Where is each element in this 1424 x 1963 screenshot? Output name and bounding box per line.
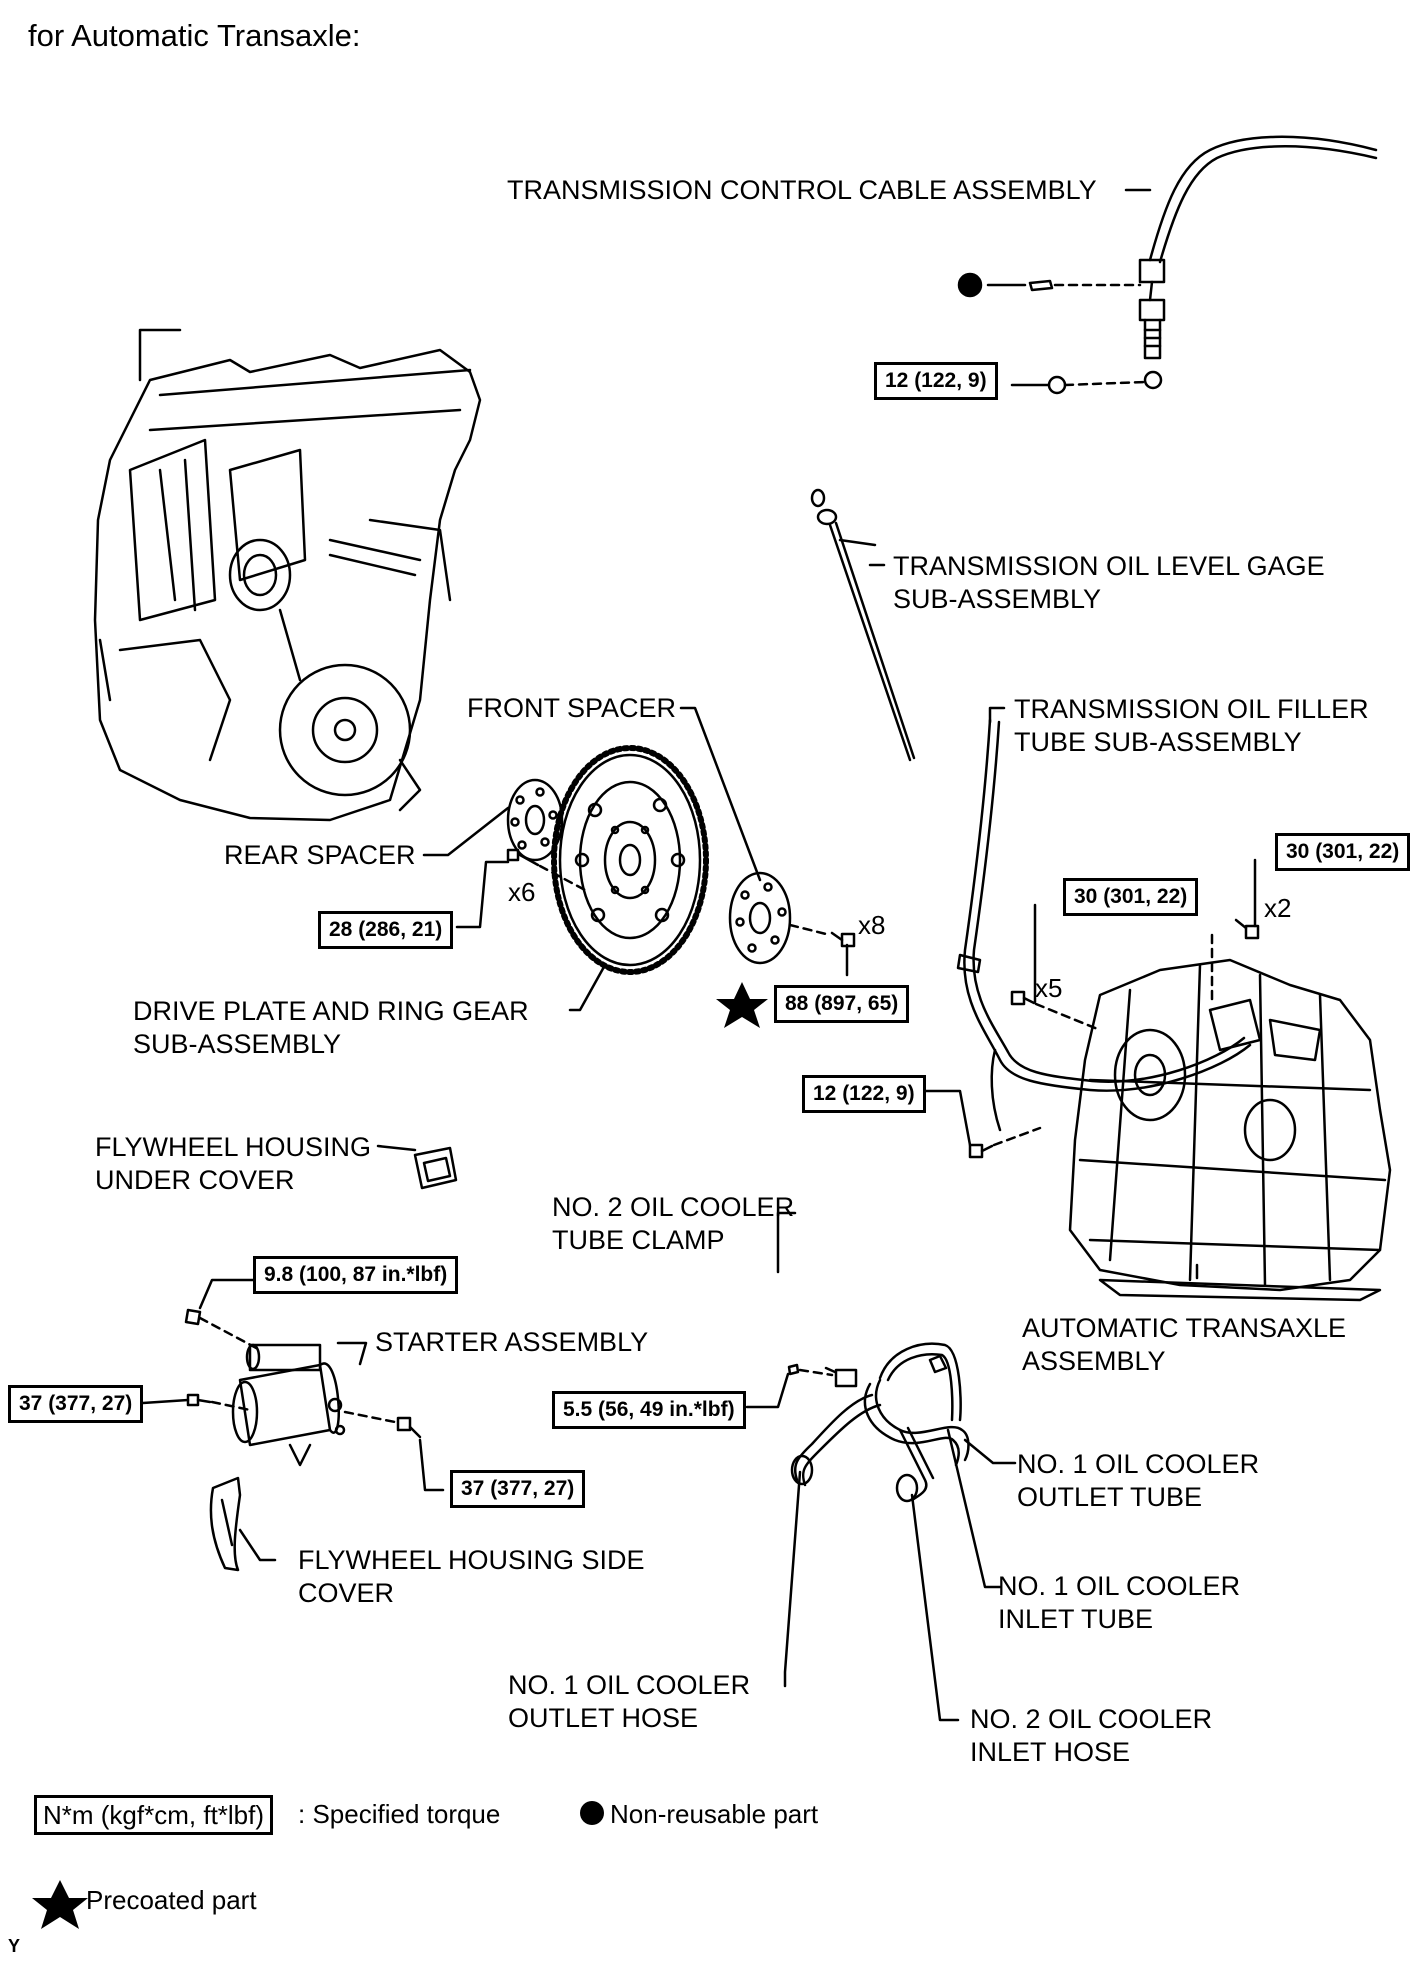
torque-starter-bolt-right: 37 (377, 27) bbox=[450, 1470, 586, 1508]
qty-upper: x2 bbox=[1264, 893, 1292, 923]
label-outlet-hose-2: OUTLET HOSE bbox=[508, 1703, 699, 1733]
label-outlet-tube-2: OUTLET TUBE bbox=[1017, 1482, 1203, 1512]
qty-drive-plate: x8 bbox=[858, 910, 886, 940]
transaxle-drawing bbox=[1068, 958, 1392, 1302]
torque-starter-nut: 9.8 (100, 87 in.*lbf) bbox=[253, 1256, 459, 1294]
oil-level-gage-drawing bbox=[810, 488, 916, 762]
torque-starter-bolt-left: 37 (377, 27) bbox=[8, 1385, 144, 1423]
label-inlet-hose-2: INLET HOSE bbox=[970, 1737, 1131, 1767]
torque-rear-bolts: 28 (286, 21) bbox=[318, 911, 454, 949]
label-transaxle-2: ASSEMBLY bbox=[1022, 1346, 1166, 1376]
label-starter: STARTER ASSEMBLY bbox=[375, 1327, 649, 1357]
label-front-spacer: FRONT SPACER bbox=[467, 693, 677, 723]
label-filler-tube-1: TRANSMISSION OIL FILLER bbox=[1014, 694, 1369, 724]
torque-drive-plate-bolts: 88 (897, 65) bbox=[774, 985, 910, 1023]
label-outlet-tube-1: NO. 1 OIL COOLER bbox=[1017, 1449, 1260, 1479]
control-cable-drawing bbox=[1138, 135, 1378, 390]
label-drive-plate-1: DRIVE PLATE AND RING GEAR bbox=[133, 996, 529, 1026]
label-fw-under-1: FLYWHEEL HOUSING bbox=[95, 1132, 372, 1162]
corner-mark: Y bbox=[8, 1936, 21, 1956]
fw-under-cover-drawing bbox=[413, 1146, 458, 1190]
label-filler-tube-2: TUBE SUB-ASSEMBLY bbox=[1014, 727, 1302, 757]
label-fw-under-2: UNDER COVER bbox=[95, 1165, 295, 1195]
label-drive-plate-2: SUB-ASSEMBLY bbox=[133, 1029, 342, 1059]
torque-transaxle-upper: 30 (301, 22) bbox=[1275, 833, 1411, 871]
legend-torque-box: N*m (kgf*cm, ft*lbf) bbox=[34, 1795, 274, 1835]
label-fw-side-1: FLYWHEEL HOUSING SIDE bbox=[298, 1545, 645, 1575]
starter-drawing bbox=[231, 1343, 346, 1467]
label-inlet-tube-2: INLET TUBE bbox=[998, 1604, 1154, 1634]
label-outlet-hose-1: NO. 1 OIL COOLER bbox=[508, 1670, 751, 1700]
precoated-star-icon bbox=[716, 982, 768, 1028]
filler-tube-drawing bbox=[956, 718, 1252, 1132]
legend-precoated-text: Precoated part bbox=[86, 1885, 257, 1915]
label-rear-spacer: REAR SPACER bbox=[224, 840, 416, 870]
drive-plate-drawing bbox=[551, 745, 709, 975]
label-inlet-tube-1: NO. 1 OIL COOLER bbox=[998, 1571, 1241, 1601]
label-clamp-2: TUBE CLAMP bbox=[552, 1225, 725, 1255]
label-level-gage-2: SUB-ASSEMBLY bbox=[893, 584, 1102, 614]
engine-drawing bbox=[93, 328, 482, 822]
label-fw-side-2: COVER bbox=[298, 1578, 395, 1608]
oil-cooler-lines-drawing bbox=[787, 1342, 970, 1503]
qty-side: x5 bbox=[1035, 973, 1063, 1003]
label-control-cable: TRANSMISSION CONTROL CABLE ASSEMBLY bbox=[507, 175, 1097, 205]
fw-side-cover-drawing bbox=[209, 1476, 242, 1572]
label-inlet-hose-1: NO. 2 OIL COOLER bbox=[970, 1704, 1213, 1734]
torque-transaxle-side: 30 (301, 22) bbox=[1063, 878, 1199, 916]
legend-star-icon bbox=[32, 1880, 88, 1929]
legend-torque-text: : Specified torque bbox=[298, 1799, 501, 1829]
label-transaxle-1: AUTOMATIC TRANSAXLE bbox=[1022, 1313, 1347, 1343]
page-heading: for Automatic Transaxle: bbox=[28, 18, 361, 53]
non-reusable-dot-icon bbox=[580, 1801, 604, 1825]
front-spacer-drawing bbox=[728, 871, 792, 965]
legend-nonreusable-text: Non-reusable part bbox=[610, 1799, 819, 1829]
torque-clamp-bolt: 5.5 (56, 49 in.*lbf) bbox=[552, 1391, 746, 1429]
torque-cable-nut: 12 (122, 9) bbox=[874, 362, 998, 400]
label-level-gage-1: TRANSMISSION OIL LEVEL GAGE bbox=[893, 551, 1325, 581]
label-clamp-1: NO. 2 OIL COOLER bbox=[552, 1192, 795, 1222]
qty-rear: x6 bbox=[508, 877, 536, 907]
torque-transaxle-lower: 12 (122, 9) bbox=[802, 1075, 926, 1113]
